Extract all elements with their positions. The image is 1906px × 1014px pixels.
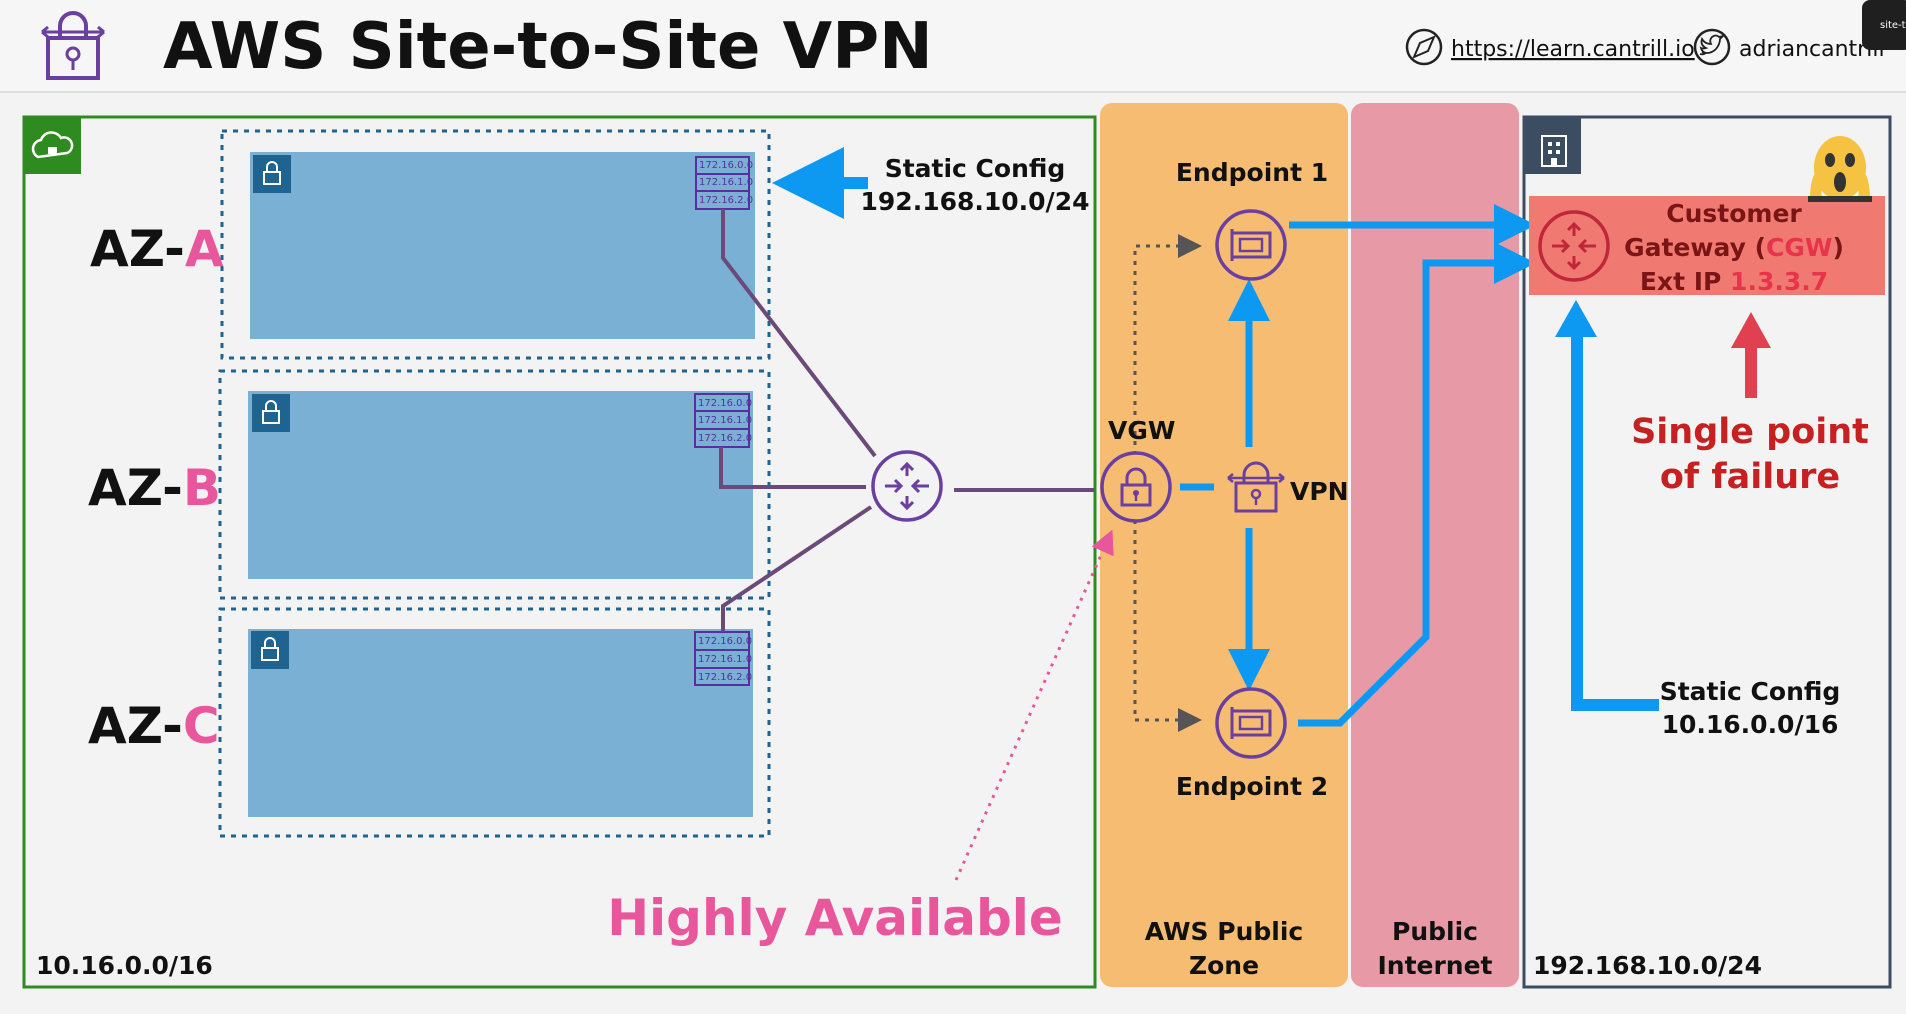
public-internet-label: Public bbox=[1392, 917, 1478, 946]
cgw-line1: Customer bbox=[1666, 199, 1802, 228]
route-entry: 172.16.0.0 bbox=[698, 398, 752, 409]
subnet-lock-icon bbox=[262, 400, 280, 424]
cgw-router-icon bbox=[1538, 210, 1610, 282]
customer-static-config-label: Static Config bbox=[1660, 677, 1841, 706]
building-icon bbox=[1541, 135, 1567, 167]
route-entry: 172.16.1.0 bbox=[698, 415, 752, 426]
spof-line1: Single point bbox=[1631, 412, 1869, 452]
aws-public-zone bbox=[1100, 103, 1348, 987]
highly-available-label: Highly Available bbox=[607, 889, 1063, 947]
vpc-router-icon bbox=[871, 450, 943, 522]
vpn-lock-logo-icon bbox=[41, 11, 105, 80]
twitter-icon bbox=[1693, 28, 1731, 66]
svg-text:AZ-B: AZ-B bbox=[88, 459, 221, 517]
az-c: 172.16.0.0 172.16.1.0 172.16.2.0 AZ-C bbox=[88, 607, 771, 838]
endpoint1-icon bbox=[1215, 209, 1287, 281]
route-entry: 172.16.1.0 bbox=[699, 177, 753, 188]
tunnel2-arrow bbox=[1298, 242, 1536, 727]
az-letter: B bbox=[183, 459, 221, 517]
cgw-line2: Gateway (CGW) bbox=[1624, 233, 1844, 262]
aws-public-zone-label: Zone bbox=[1189, 951, 1259, 980]
spof-arrowhead bbox=[1731, 312, 1771, 348]
vgw-icon bbox=[1100, 451, 1172, 523]
az-letter: A bbox=[185, 220, 224, 278]
course-link[interactable]: https://learn.cantrill.io bbox=[1451, 37, 1695, 62]
route-entry: 172.16.2.0 bbox=[698, 433, 752, 444]
az-b: 172.16.0.0 172.16.1.0 172.16.2.0 AZ-B bbox=[88, 369, 771, 600]
subnet-lock-icon bbox=[263, 161, 281, 185]
header-bar bbox=[0, 0, 1906, 92]
static-config-label: Static Config bbox=[885, 154, 1066, 183]
customer-static-config-arrowhead bbox=[1555, 300, 1597, 337]
svg-text:AZ-A: AZ-A bbox=[90, 220, 224, 278]
cgw-line3: Ext IP 1.3.3.7 bbox=[1640, 267, 1828, 296]
corner-badge-label: site-t bbox=[1880, 20, 1906, 31]
route-table-c: 172.16.0.0 172.16.1.0 172.16.2.0 bbox=[694, 631, 752, 686]
route-entry: 172.16.2.0 bbox=[699, 195, 753, 206]
aws-public-zone-label: AWS Public bbox=[1145, 917, 1303, 946]
az-a: 172.16.0.0 172.16.1.0 172.16.2.0 AZ-A bbox=[90, 129, 771, 360]
endpoint2-label: Endpoint 2 bbox=[1176, 772, 1328, 801]
vpn-connection-icon bbox=[1227, 461, 1285, 513]
spof-line2: of failure bbox=[1660, 457, 1840, 497]
vgw-endpoint2-link bbox=[1133, 520, 1202, 732]
customer-cidr: 192.168.10.0/24 bbox=[1533, 951, 1762, 980]
vpn-label: VPN bbox=[1290, 477, 1349, 506]
route-table-a: 172.16.0.0 172.16.1.0 172.16.2.0 bbox=[695, 156, 753, 210]
vgw-label: VGW bbox=[1108, 416, 1175, 445]
route-entry: 172.16.0.0 bbox=[699, 160, 753, 171]
az-prefix: AZ- bbox=[90, 220, 185, 278]
route-entry: 172.16.1.0 bbox=[698, 654, 752, 665]
cloud-lock-icon bbox=[31, 131, 74, 159]
public-internet-zone bbox=[1351, 103, 1519, 987]
compass-icon bbox=[1405, 28, 1443, 66]
screaming-face-icon bbox=[1808, 136, 1872, 202]
endpoint1-label: Endpoint 1 bbox=[1176, 158, 1328, 187]
vpc-cidr: 10.16.0.0/16 bbox=[36, 951, 213, 980]
subnet-lock-icon bbox=[261, 637, 279, 661]
svg-text:AZ-C: AZ-C bbox=[88, 697, 220, 755]
az-letter: C bbox=[183, 697, 220, 755]
customer-static-config-arrow bbox=[1571, 335, 1659, 711]
route-entry: 172.16.2.0 bbox=[698, 672, 752, 683]
page-title: AWS Site-to-Site VPN bbox=[163, 10, 933, 84]
corner-badge bbox=[1862, 0, 1906, 50]
route-table-b: 172.16.0.0 172.16.1.0 172.16.2.0 bbox=[694, 393, 752, 448]
twitter-handle[interactable]: adriancantrill bbox=[1739, 37, 1885, 62]
az-prefix: AZ- bbox=[88, 697, 183, 755]
customer-static-config-cidr: 10.16.0.0/16 bbox=[1662, 710, 1839, 739]
static-config-cidr: 192.168.10.0/24 bbox=[861, 187, 1090, 216]
route-entry: 172.16.0.0 bbox=[698, 636, 752, 647]
route-connections bbox=[719, 209, 1094, 632]
endpoint2-icon bbox=[1215, 687, 1287, 759]
public-internet-label: Internet bbox=[1377, 951, 1492, 980]
az-prefix: AZ- bbox=[88, 459, 183, 517]
